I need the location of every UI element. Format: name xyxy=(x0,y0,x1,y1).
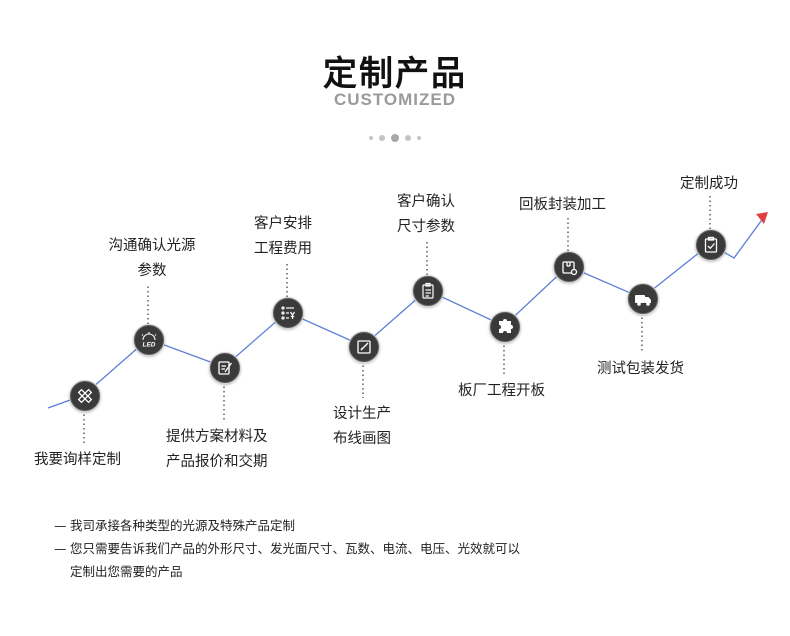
step-node-9 xyxy=(628,284,658,314)
checklist-clipboard-icon xyxy=(422,282,434,299)
step-label-10: 定制成功 xyxy=(680,176,738,192)
step-node-5 xyxy=(349,332,379,362)
step-label-2: 沟通确认光源 参数 xyxy=(108,238,196,279)
delivery-truck-icon xyxy=(635,295,651,306)
step-label-5: 设计生产 布线画图 xyxy=(333,406,391,447)
drawing-pen-icon xyxy=(357,340,371,354)
step-node-8 xyxy=(554,252,584,282)
step-label-6: 客户确认 尺寸参数 xyxy=(397,194,455,235)
step-node-1 xyxy=(70,381,100,411)
step-node-6 xyxy=(413,276,443,306)
step-node-10 xyxy=(696,230,726,260)
note-line-3: 定制出您需要的产品 xyxy=(70,564,183,579)
step-label-9: 测试包装发货 xyxy=(597,361,684,377)
step-label-7: 板厂工程开板 xyxy=(458,383,545,399)
step-label-3: 提供方案材料及 产品报价和交期 xyxy=(166,429,268,470)
note-line-1: —我司承接各种类型的光源及特殊产品定制 xyxy=(54,518,296,533)
step-label-8: 回板封装加工 xyxy=(519,197,606,213)
svg-text:LED: LED xyxy=(143,342,156,349)
decorative-dots xyxy=(369,133,421,143)
package-box-icon xyxy=(562,261,578,276)
document-edit-icon xyxy=(218,361,233,375)
step-label-4: 客户安排 工程费用 xyxy=(254,216,312,257)
pencil-ruler-icon xyxy=(77,388,93,404)
step-node-2: LED xyxy=(134,325,164,355)
notes-block: —我司承接各种类型的光源及特殊产品定制 —您只需要告诉我们产品的外形尺寸、发光面… xyxy=(54,514,520,583)
yen-list-icon xyxy=(281,306,295,320)
step-node-4 xyxy=(273,298,303,328)
note-line-2: —您只需要告诉我们产品的外形尺寸、发光面尺寸、瓦数、电流、电压、光效就可以 xyxy=(54,541,521,556)
step-node-3 xyxy=(210,353,240,383)
led-bulb-icon: LED xyxy=(141,332,157,349)
step-node-7 xyxy=(490,312,520,342)
page-subtitle: CUSTOMIZED xyxy=(333,90,457,109)
check-clipboard-icon xyxy=(704,236,718,253)
page-title: 定制产品 xyxy=(323,54,467,94)
puzzle-icon xyxy=(499,319,513,333)
step-label-1: 我要询样定制 xyxy=(34,452,121,468)
arrow-head-icon xyxy=(756,212,768,224)
